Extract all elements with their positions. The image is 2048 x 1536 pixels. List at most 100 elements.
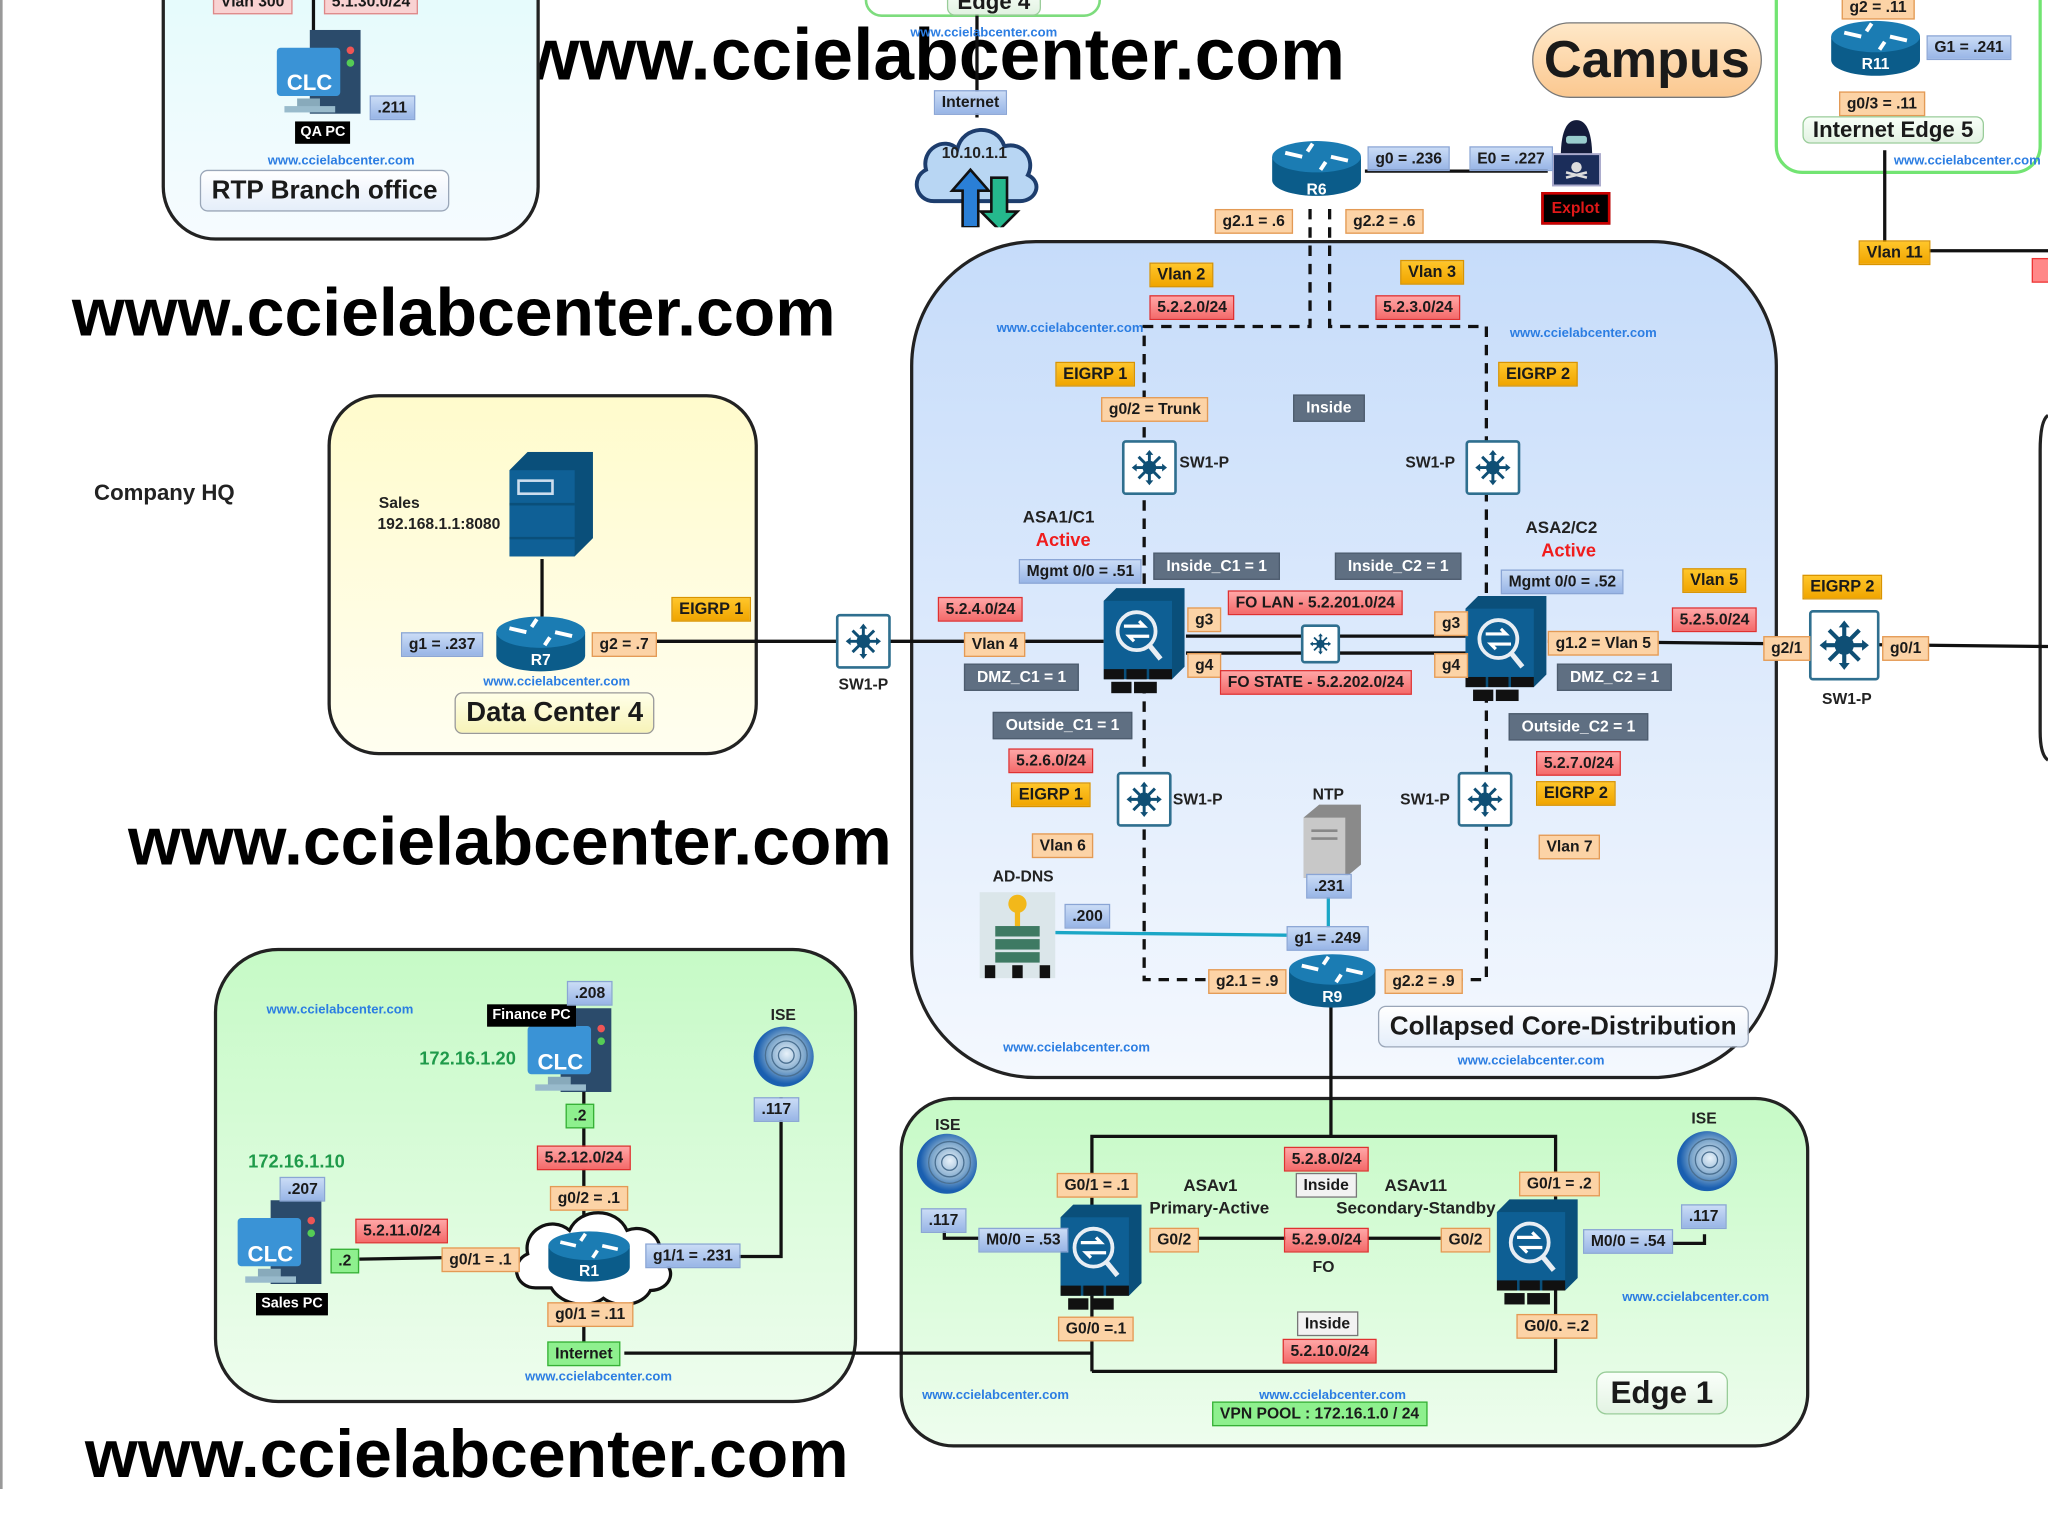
interface-label: M0/0 = .53 — [978, 1227, 1069, 1253]
switch-name-label: SW1-P — [838, 675, 889, 694]
qa-pc-icon[interactable]: CLC — [274, 26, 363, 117]
context-label: DMZ_C1 = 1 — [963, 663, 1080, 691]
device-role-label: Secondary-Standby — [1336, 1197, 1496, 1218]
region-title-collapsed-core: Collapsed Core-Distribution — [1377, 1005, 1749, 1048]
r6-router-icon[interactable]: R6 — [1270, 136, 1364, 201]
switch-icon[interactable] — [1457, 771, 1513, 827]
switch-name-label: SW1-P — [1400, 790, 1450, 809]
watermark-small: www.ccielabcenter.com — [1893, 154, 2041, 169]
device-name-label: ASA1/C1 — [1022, 506, 1095, 527]
ip-label: .231 — [1306, 873, 1353, 899]
interface-label: g2.2 = .9 — [1384, 969, 1463, 994]
interface-label: E0 = .227 — [1469, 146, 1553, 172]
region-title-campus: Campus — [1532, 22, 1762, 98]
interface-label: g2 = .11 — [1841, 0, 1915, 20]
interface-label: G0/2 — [1440, 1227, 1491, 1253]
switch-name-label: SW1-P — [1179, 453, 1230, 472]
asa2-firewall-icon[interactable] — [1465, 595, 1547, 703]
ise-icon[interactable] — [1674, 1128, 1739, 1193]
r7-router-icon[interactable]: R7 — [494, 614, 588, 674]
interface-label: g3 — [1434, 611, 1469, 637]
watermark-large: www.ccielabcenter.com — [71, 275, 836, 352]
vlan-label: Vlan 3 — [1400, 259, 1464, 285]
internet-ip-label: 10.10.1.1 — [941, 143, 1008, 162]
device-name-label: ASAv1 — [1183, 1175, 1238, 1196]
vlan-label: Vlan 2 — [1149, 262, 1214, 288]
interface-label: g0/1 = .1 — [441, 1247, 520, 1273]
watermark-small: www.ccielabcenter.com — [1457, 1054, 1605, 1069]
watermark-small: www.ccielabcenter.com — [910, 26, 1058, 41]
vlan-label: Vlan 300 — [212, 0, 293, 15]
ise-label: ISE — [770, 1005, 796, 1024]
r11-router-icon[interactable]: R11 — [1829, 18, 1923, 78]
interface-label: g1 = .237 — [400, 632, 484, 657]
ise-label: ISE — [935, 1115, 961, 1134]
asav1-firewall-icon[interactable] — [1060, 1204, 1142, 1311]
subnet-label: 5.2.12.0/24 — [536, 1145, 631, 1171]
watermark-large: www.ccielabcenter.com — [84, 1417, 849, 1493]
watermark-small: www.ccielabcenter.com — [996, 321, 1144, 336]
ise-icon[interactable] — [751, 1024, 816, 1089]
sales-server-icon[interactable] — [509, 451, 593, 562]
failover-state-subnet-label: FO STATE - 5.2.202.0/24 — [1219, 670, 1412, 695]
vlan-trunk-links — [1142, 208, 1488, 982]
switch-icon[interactable] — [1116, 771, 1172, 827]
subnet-label: 5.2.9.0/24 — [1283, 1227, 1370, 1253]
ip-label: .211 — [369, 95, 415, 121]
interface-label: g0/1 = .11 — [547, 1302, 634, 1328]
asav11-firewall-icon[interactable] — [1496, 1199, 1578, 1306]
device-name-label: ASAv11 — [1384, 1175, 1448, 1196]
ad-dns-server-icon[interactable] — [979, 892, 1056, 979]
region-title-internet-edge5: Internet Edge 5 — [1802, 116, 1984, 144]
asa1-firewall-icon[interactable] — [1103, 588, 1185, 695]
pc-name-label: QA PC — [295, 121, 351, 144]
vlan-label: Vlan 7 — [1538, 834, 1601, 860]
r9-router-name: R9 — [1322, 987, 1343, 1006]
vlan-label: Vlan 4 — [963, 632, 1026, 657]
interface-label: g0/1 — [1882, 636, 1930, 661]
interface-label: G0/1 = .1 — [1056, 1172, 1138, 1198]
ise-icon[interactable] — [914, 1131, 979, 1196]
ntp-label: NTP — [1312, 784, 1344, 804]
switch-icon[interactable] — [835, 613, 891, 669]
failover-state-label: Active — [1541, 539, 1597, 561]
company-hq-label: Company HQ — [94, 480, 235, 506]
attacker-icon[interactable] — [1548, 118, 1605, 191]
ip-label: .207 — [279, 1176, 326, 1202]
interface-label: g2.2 = .6 — [1345, 208, 1424, 234]
context-label: Inside_C2 = 1 — [1334, 552, 1462, 580]
switch-icon[interactable] — [1121, 440, 1177, 496]
context-label: Outside_C2 = 1 — [1508, 713, 1649, 741]
clipped-subnet-label — [2031, 257, 2048, 283]
interface-label: g4 — [1434, 653, 1469, 678]
routing-label: EIGRP 2 — [1535, 781, 1616, 806]
zone-label: Inside — [1293, 394, 1365, 422]
pc-name-label: Finance PC — [487, 1004, 576, 1027]
switch-icon[interactable] — [1808, 609, 1880, 681]
internet-label: Internet — [933, 90, 1008, 115]
failover-switch-icon[interactable] — [1300, 624, 1341, 664]
watermark-small: www.ccielabcenter.com — [483, 675, 631, 690]
server-name-label: Sales — [378, 493, 420, 512]
interface-label: g0 = .236 — [1367, 146, 1450, 172]
switch-icon[interactable] — [1465, 440, 1521, 496]
r9-router-icon[interactable]: R9 — [1287, 951, 1378, 1011]
subnet-label: 5.2.7.0/24 — [1535, 751, 1622, 776]
interface-label: g2 = .7 — [591, 632, 657, 657]
interface-label: g1 = .249 — [1286, 926, 1369, 951]
routing-label: EIGRP 1 — [671, 596, 752, 622]
interface-label: g0/2 = .1 — [549, 1185, 628, 1211]
internet-cloud-icon[interactable] — [908, 115, 1044, 228]
attacker-label: Explot — [1541, 191, 1611, 225]
ntp-server-icon[interactable] — [1303, 802, 1361, 880]
internet-label: Internet — [547, 1341, 621, 1367]
region-partial-right — [2038, 413, 2048, 762]
interface-label: g1/1 = .231 — [645, 1243, 741, 1269]
server-address-label: 192.168.1.1:8080 — [377, 514, 501, 533]
r1-router-icon[interactable]: R1 — [546, 1228, 632, 1285]
region-title-edge4: Edge 4 — [946, 0, 1041, 16]
subnet-label: 5.2.6.0/24 — [1008, 748, 1094, 774]
sales-pc-icon[interactable]: CLC — [235, 1195, 324, 1289]
interface-label: G1 = .241 — [1926, 35, 2012, 61]
